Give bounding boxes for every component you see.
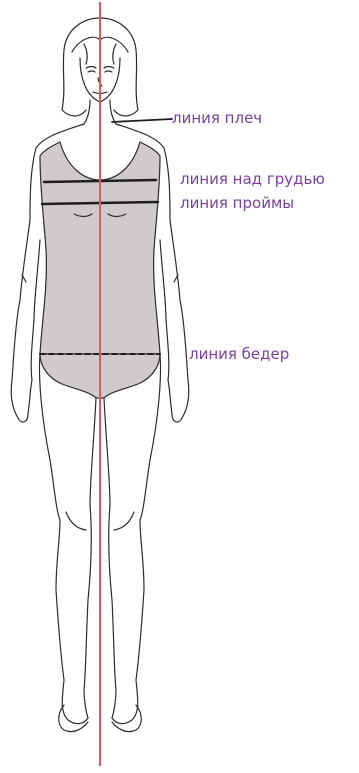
shoulder-line-pointer [112, 119, 172, 122]
shoulder-line-label: линия плеч [172, 107, 262, 129]
hip-line-label: линия бедер [189, 343, 289, 365]
right-leg-outline [112, 354, 161, 724]
above-bust-line-label: линия над грудью [180, 168, 325, 190]
left-leg-outline [39, 354, 88, 724]
armhole-line-label: линия проймы [180, 192, 294, 214]
